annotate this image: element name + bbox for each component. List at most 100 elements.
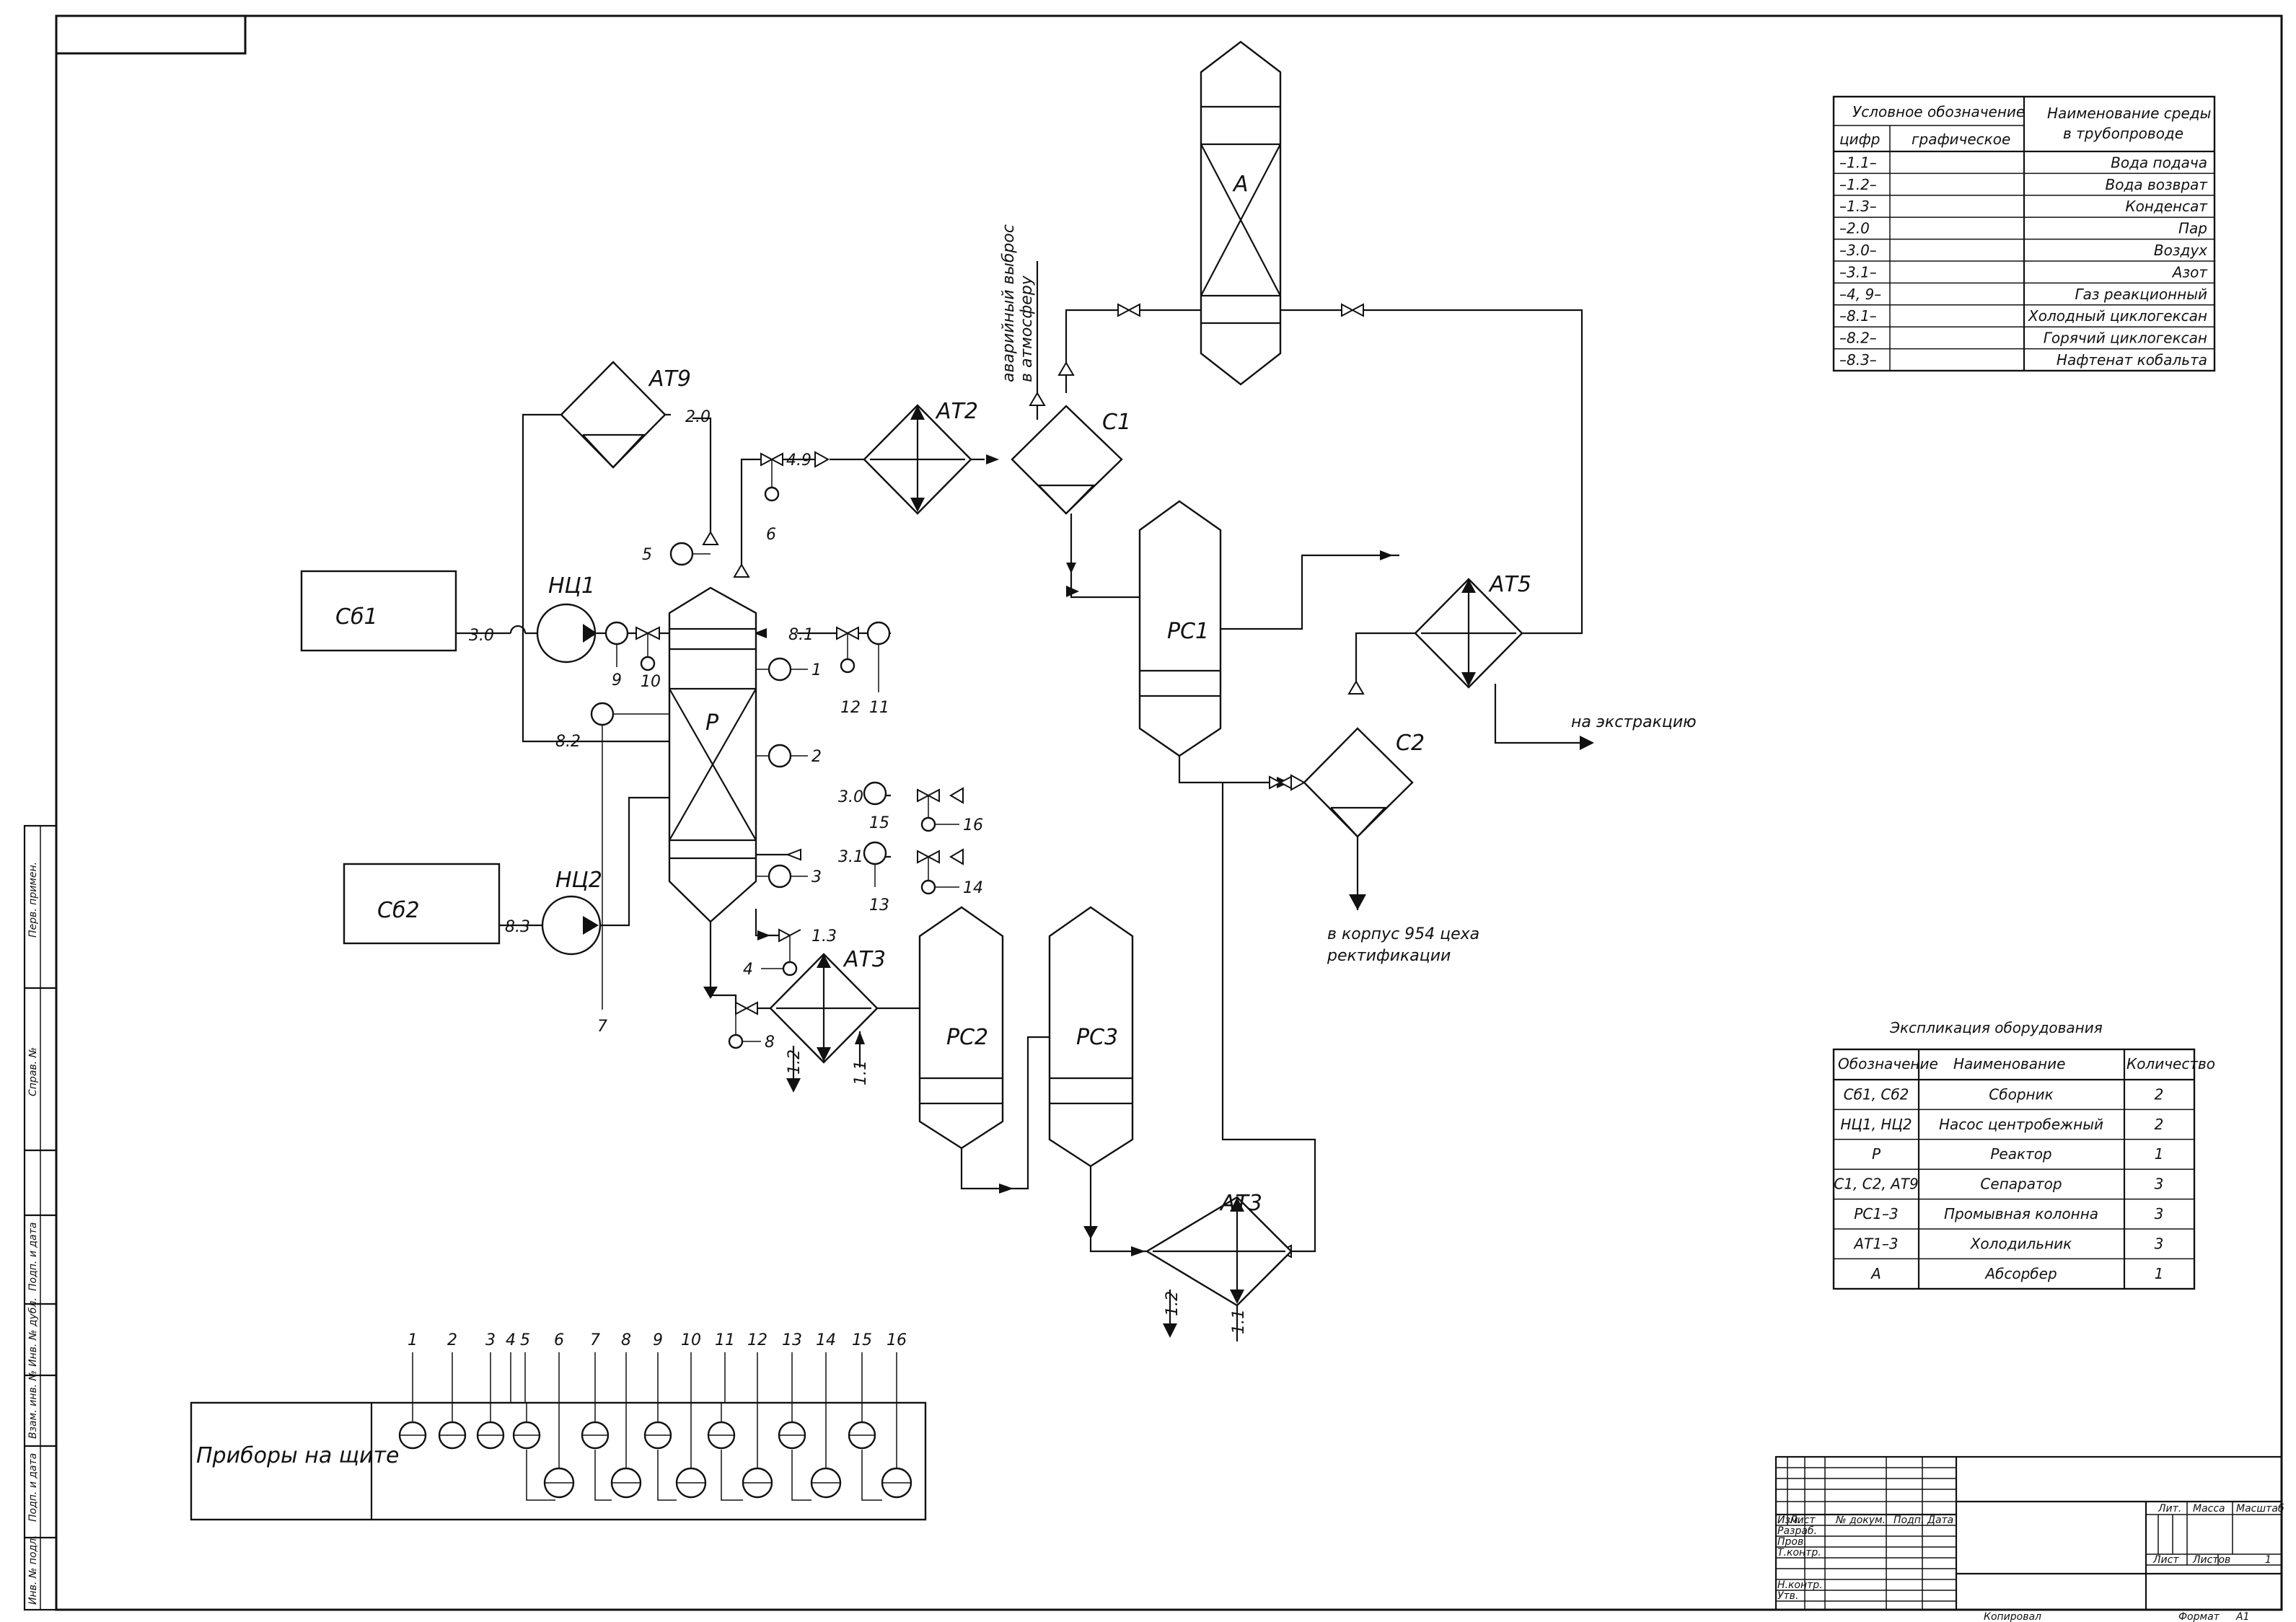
instrument-10 [640, 656, 656, 671]
cooler-at3a: АТ3 [769, 947, 886, 1064]
emergency-vent-1: аварийный выброс [1000, 224, 1018, 382]
eq-code-5: АТ1–3 [1852, 1235, 1898, 1252]
legend-name-3: Пар [2178, 220, 2207, 237]
to-building-1: в корпус 954 цеха [1327, 925, 1479, 943]
equipment-list: Экспликация оборудования Обозначение Наи… [1832, 1019, 2215, 1290]
sb2-label: Сб2 [377, 898, 420, 923]
at2-label: АТ2 [935, 399, 978, 424]
panel-number-5: 5 [520, 1331, 530, 1349]
legend-name-0: Вода подача [2111, 154, 2207, 171]
instrument-7-num: 7 [597, 1018, 607, 1036]
pump-nc2: НЦ2 [541, 868, 602, 956]
separator-at9: АТ9 [560, 361, 691, 469]
eq-code-1: НЦ1, НЦ2 [1840, 1116, 1912, 1133]
panel-number-6: 6 [554, 1331, 564, 1349]
legend-code-1: –1.2– [1839, 176, 1877, 193]
instrument-8 [728, 1033, 744, 1049]
collector-sb2: Сб2 [343, 863, 501, 945]
legend-code-8: –8.2– [1839, 330, 1877, 347]
eq-header-qty: Количество [2126, 1055, 2215, 1072]
panel-title: Приборы на щите [196, 1443, 399, 1468]
legend-code-5: –3.1– [1839, 263, 1877, 281]
eq-qty-0: 2 [2155, 1085, 2164, 1103]
eq-qty-1: 2 [2155, 1116, 2164, 1133]
eq-code-2: Р [1872, 1145, 1881, 1163]
tb-prov: Пров. [1777, 1536, 1807, 1548]
pc1-label: РС1 [1167, 619, 1209, 644]
absorber-a: А [1200, 40, 1282, 386]
eq-code-3: С1, С2, АТ9 [1834, 1176, 1918, 1193]
side-vzam: Взам. инв. № [27, 1370, 39, 1439]
legend-col-graphic: графическое [1912, 131, 2010, 148]
nc1-label: НЦ1 [548, 573, 595, 599]
instrument-14 [920, 879, 936, 895]
drawing-frame [55, 14, 2283, 1611]
instrument-3-num: 3 [811, 868, 822, 886]
absorber-label: А [1232, 172, 1249, 197]
tb-podp: Подп. [1893, 1515, 1924, 1526]
at9-label: АТ9 [648, 366, 691, 392]
separator-c1: С1 [1011, 405, 1131, 515]
tb-format: Формат [2178, 1611, 2220, 1622]
tb-copied: Копировал [1984, 1611, 2041, 1622]
panel-number-11: 11 [715, 1331, 735, 1349]
tb-sheets: Листов [2192, 1554, 2230, 1566]
at3b-label: АТ3 [1219, 1191, 1262, 1216]
side-podp2: Подп. и дата [27, 1453, 39, 1522]
panel-number-3: 3 [485, 1331, 496, 1349]
tb-lit: Лит. [2158, 1503, 2181, 1515]
eq-qty-3: 3 [2155, 1176, 2164, 1193]
panel-devices [398, 1403, 912, 1501]
field-instruments: 5 9 10 6 11 12 1 7 2 [590, 459, 983, 1052]
instrument-12-num: 12 [840, 699, 861, 717]
tb-razrab: Разраб. [1777, 1525, 1817, 1537]
cooler-at3b: АТ3 [1145, 1191, 1293, 1307]
eq-name-2: Реактор [1990, 1145, 2051, 1163]
line-2-0: 2.0 [685, 408, 711, 426]
line-3-1: 3.1 [838, 848, 863, 866]
title-block: Изм. Лист № докум. Подп. Дата Разраб. Пр… [1774, 1455, 2284, 1622]
legend-code-4: –3.0– [1839, 242, 1877, 259]
legend-col-symbol: Условное обозначение [1852, 103, 2025, 120]
legend-code-3: –2.0 [1839, 220, 1870, 237]
tb-format-value: А1 [2235, 1611, 2249, 1622]
line-1-2a: 1.2 [786, 1049, 804, 1075]
instrument-8-num: 8 [765, 1033, 775, 1052]
eq-name-5: Холодильник [1970, 1235, 2072, 1252]
panel-number-7: 7 [590, 1331, 600, 1349]
eq-header-code: Обозначение [1838, 1055, 1938, 1072]
legend-code-9: –8.3– [1839, 351, 1877, 369]
line-3-0b: 3.0 [838, 788, 863, 806]
separator-c2: С2 [1303, 727, 1425, 838]
legend-code-0: –1.1– [1839, 154, 1877, 171]
line-8-1: 8.1 [788, 626, 814, 644]
legend-col-name-2: в трубопроводе [2063, 125, 2183, 142]
panel-number-2: 2 [447, 1331, 457, 1349]
instrument-5-num: 5 [642, 546, 652, 564]
instrument-10-num: 10 [641, 673, 661, 691]
tb-nkontr: Н.контр. [1777, 1579, 1823, 1591]
nc2-label: НЦ2 [555, 868, 602, 893]
eq-qty-6: 1 [2155, 1265, 2164, 1282]
instrument-14-num: 14 [963, 879, 983, 897]
instrument-12 [840, 658, 855, 674]
side-inv-podl: Инв. № подл. [27, 1535, 39, 1605]
panel-number-10: 10 [681, 1331, 701, 1349]
c1-label: С1 [1102, 410, 1131, 435]
legend-code-6: –4, 9– [1839, 286, 1881, 303]
eq-code-6: А [1870, 1265, 1881, 1282]
wash-column-pc2: РС2 [918, 906, 1004, 1150]
tb-utv: Утв. [1777, 1590, 1798, 1602]
panel-number-8: 8 [621, 1331, 631, 1349]
flow-arrows [669, 454, 1594, 1338]
instrument-1-num: 1 [811, 661, 822, 679]
sb1-label: Сб1 [335, 604, 378, 630]
panel-number-4: 4 [506, 1331, 516, 1349]
line-8-2: 8.2 [555, 733, 581, 751]
line-4-9: 4.9 [786, 451, 811, 470]
side-inv-dubl: Инв. № дубл. [27, 1297, 39, 1367]
wash-column-pc3: РС3 [1048, 906, 1134, 1168]
eq-qty-2: 1 [2155, 1145, 2164, 1163]
